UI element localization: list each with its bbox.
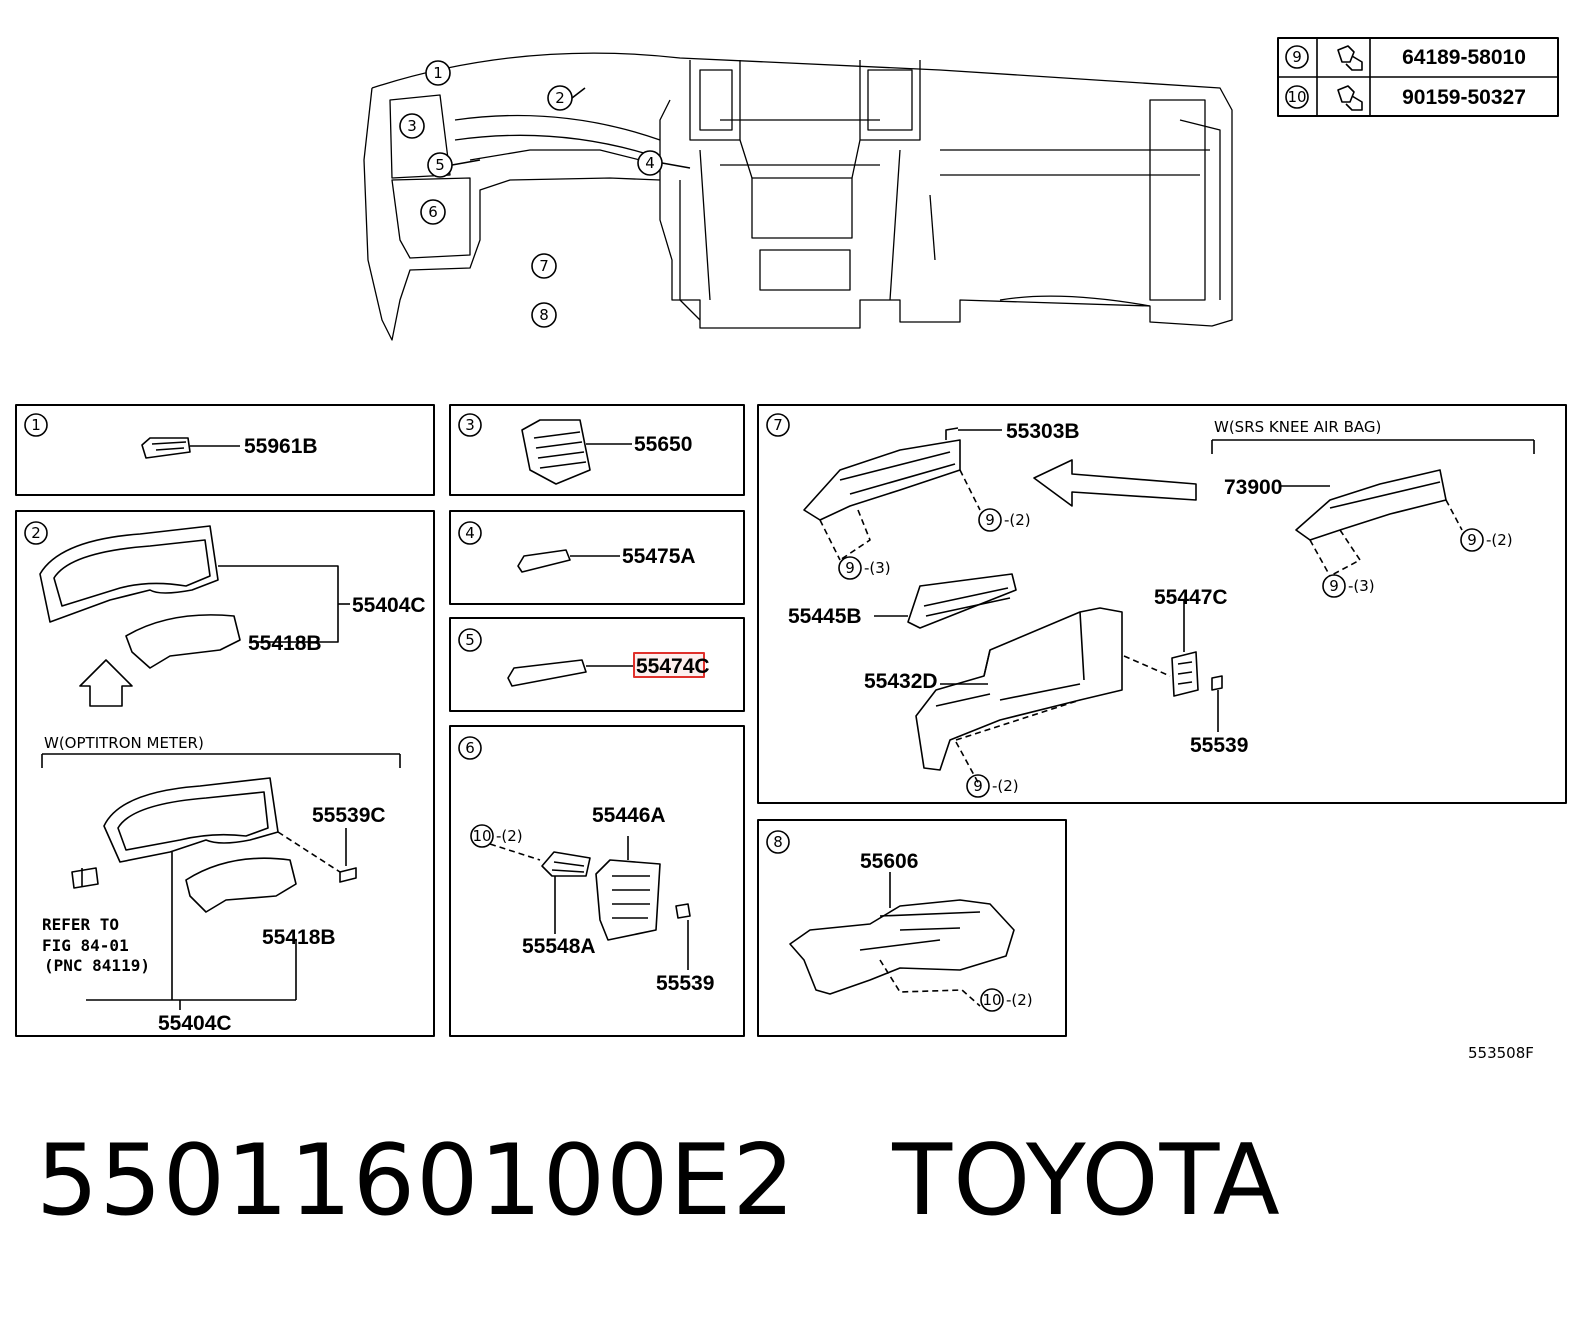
part-number: 55404C xyxy=(158,1012,232,1035)
bolt-icon xyxy=(1337,85,1363,111)
option-label: W(OPTITRON METER) xyxy=(44,734,204,752)
note-line: REFER TO xyxy=(42,915,119,934)
part-number: 55418B xyxy=(262,926,336,949)
fastener-qty: -(3) xyxy=(1348,577,1375,595)
fastener-qty: -(2) xyxy=(496,827,523,845)
part-55474C-drawing xyxy=(507,659,634,687)
part-55475A-drawing xyxy=(517,549,620,573)
panel-ref: 1 xyxy=(31,416,41,434)
fastener-callout: 9 xyxy=(985,511,995,529)
fastener-ref: 9 xyxy=(1292,48,1302,66)
part-number: 55475A xyxy=(622,545,696,568)
fastener-qty: -(3) xyxy=(864,559,891,577)
panel-ref: 7 xyxy=(773,416,783,434)
bolt-icon xyxy=(1337,45,1363,71)
fastener-qty: -(2) xyxy=(992,777,1019,795)
note-line: FIG 84-01 xyxy=(42,936,129,955)
highlight-box xyxy=(633,652,705,678)
panel-5-frame xyxy=(449,617,745,712)
panel-ref: 3 xyxy=(465,416,475,434)
part-number: 73900 xyxy=(1224,476,1282,499)
part-number: 55446A xyxy=(592,804,666,827)
panel-ref: 2 xyxy=(31,524,41,542)
fastener-callout: 9 xyxy=(973,777,983,795)
part-number: 55606 xyxy=(860,850,918,873)
panel-ref: 6 xyxy=(465,739,475,757)
panel-4-frame xyxy=(449,510,745,605)
part-number: 55418B xyxy=(248,632,322,655)
fastener-ref: 10 xyxy=(1287,88,1306,106)
fastener-qty: -(2) xyxy=(1004,511,1031,529)
fastener-table xyxy=(1277,37,1559,117)
overview-callout: 8 xyxy=(539,306,549,324)
overview-callout: 6 xyxy=(428,203,438,221)
dashboard-overview-drawing xyxy=(363,52,1233,341)
panel-2-frame xyxy=(15,510,435,1037)
fastener-part-number: 64189-58010 xyxy=(1402,46,1526,69)
panel-7-frame xyxy=(757,404,1567,804)
fastener-callout: 10 xyxy=(982,991,1001,1009)
option-label: W(SRS KNEE AIR BAG) xyxy=(1214,418,1381,436)
panel-7-drawing xyxy=(803,427,1535,787)
fastener-part-number: 90159-50327 xyxy=(1402,86,1526,109)
part-number: 55303B xyxy=(1006,420,1080,443)
part-number: 55447C xyxy=(1154,586,1228,609)
note-line: (PNC 84119) xyxy=(44,956,150,975)
part-number: 55539 xyxy=(656,972,714,995)
fastener-callout: 10 xyxy=(472,827,491,845)
part-number: 55539 xyxy=(1190,734,1248,757)
fastener-callout: 9 xyxy=(1329,577,1339,595)
overview-callout: 3 xyxy=(407,117,417,135)
figure-code: 553508F xyxy=(1468,1044,1534,1062)
panel-ref: 4 xyxy=(465,524,475,542)
fastener-qty: -(2) xyxy=(1006,991,1033,1009)
overview-callout: 2 xyxy=(555,89,565,107)
part-number: 55961B xyxy=(244,435,318,458)
panel-3-frame xyxy=(449,404,745,496)
part-number: 55445B xyxy=(788,605,862,628)
panel-1-frame xyxy=(15,404,435,496)
fastener-callout: 9 xyxy=(845,559,855,577)
part-55650-drawing xyxy=(521,419,632,485)
overview-callouts xyxy=(399,60,691,328)
fastener-qty: -(2) xyxy=(1486,531,1513,549)
part-number: 55650 xyxy=(634,433,692,456)
part-55961B-drawing xyxy=(141,437,240,459)
overview-callout: 4 xyxy=(645,154,655,172)
panel-ref: 8 xyxy=(773,833,783,851)
part-number: 55432D xyxy=(864,670,938,693)
panel-8-frame xyxy=(757,819,1067,1037)
overview-callout: 7 xyxy=(539,257,549,275)
overview-callout: 5 xyxy=(435,156,445,174)
panel-6-drawing xyxy=(470,824,691,970)
part-number: 55548A xyxy=(522,935,596,958)
panel-6-frame xyxy=(449,725,745,1037)
meter-hood-drawing xyxy=(39,525,401,1010)
page-title: 5501160100E2 TOYOTA xyxy=(36,1124,1281,1238)
fastener-callout: 9 xyxy=(1467,531,1477,549)
overview-callout: 1 xyxy=(433,64,443,82)
part-55606-drawing xyxy=(789,872,1015,1007)
part-number: 55539C xyxy=(312,804,386,827)
part-number: 55404C xyxy=(352,594,426,617)
panel-ref: 5 xyxy=(465,631,475,649)
part-number-highlighted: 55474C xyxy=(636,655,710,678)
